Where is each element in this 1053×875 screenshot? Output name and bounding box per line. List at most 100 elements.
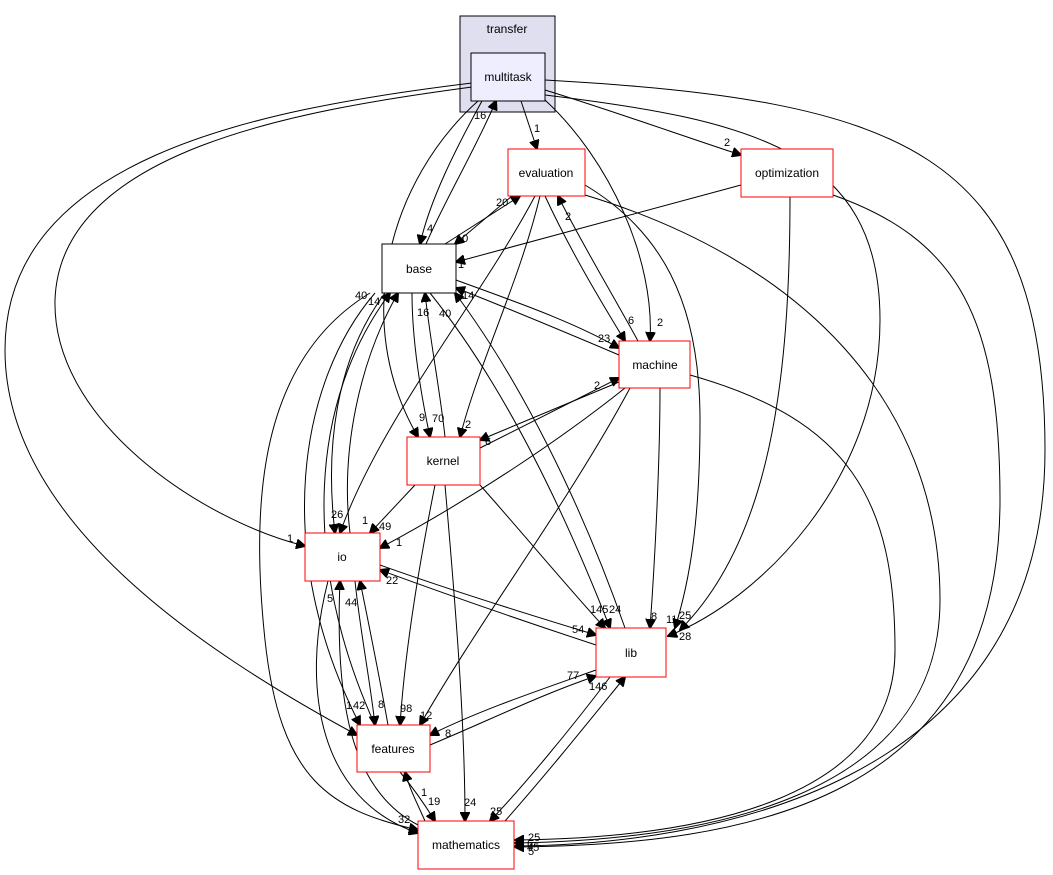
edge-machine-evaluation (558, 196, 639, 342)
node-machine[interactable]: machine (618, 340, 691, 389)
edge-evaluation-machine (544, 195, 625, 341)
edge-evaluation-io (340, 195, 536, 533)
edge-base-multitask (425, 101, 496, 245)
node-box (470, 52, 546, 102)
edge-multitask-features (4, 82, 473, 735)
edge-mathematics-lib (504, 677, 625, 822)
node-label: evaluation (519, 166, 574, 180)
node-label: machine (632, 358, 678, 372)
edge-machine-features (420, 387, 631, 725)
node-box (356, 724, 431, 773)
edge-label: 14 (368, 296, 380, 308)
edge-label: 45 (527, 842, 539, 854)
edge-label: 49 (379, 521, 391, 533)
edge-label: 2 (565, 211, 571, 223)
edge-label: 5 (528, 846, 534, 858)
node-label: base (406, 262, 432, 276)
edge-label: 2 (724, 137, 730, 149)
edge-labels: 1 2 4 16 2 9 1 1 28 10 20 6 2 2 1 1 23 1… (287, 110, 730, 858)
edge-io-base (346, 293, 398, 534)
edge-label: 16 (474, 110, 486, 122)
edge-label: 1 (421, 787, 427, 799)
edge-machine-lib (650, 387, 661, 628)
edge-label: 2 (465, 419, 471, 431)
edge-label: 1 (458, 259, 464, 271)
node-label: optimization (755, 166, 819, 180)
node-optimization[interactable]: optimization (740, 148, 834, 198)
edge-evaluation-kernel (460, 195, 541, 437)
edge-lib-mathematics (490, 676, 611, 821)
edge-multitask-optimization (544, 89, 741, 155)
edge-label: 26 (331, 509, 343, 521)
node-evaluation[interactable]: evaluation (507, 148, 586, 197)
node-multitask[interactable]: multitask (470, 52, 546, 102)
edge-machine-base (456, 288, 620, 356)
edge-kernel-io (370, 484, 416, 533)
edge-label: 11 (666, 614, 677, 626)
edge-label: 25 (528, 832, 540, 844)
edge-features-base (323, 293, 390, 726)
node-label: kernel (427, 454, 460, 468)
edge-label: 2 (594, 380, 600, 392)
edge-optimization-mathematics (515, 194, 1001, 847)
edge-label: 4 (427, 223, 433, 235)
edge-base-machine (455, 279, 619, 348)
node-label: lib (625, 646, 637, 660)
edge-label: 24 (464, 797, 476, 809)
edge-lib-io (380, 570, 597, 646)
edge-label: 32 (398, 814, 410, 826)
edge-label: 25 (490, 806, 502, 818)
edges (4, 79, 1046, 847)
edge-base-evaluation (444, 196, 520, 245)
edge-label: 42 (353, 700, 365, 712)
edge-label: 44 (345, 597, 357, 609)
node-label: io (337, 550, 347, 564)
edge-label: 145 (590, 604, 608, 616)
edge-label: 19 (428, 796, 440, 808)
node-kernel[interactable]: kernel (406, 436, 481, 486)
edge-multitask-base (420, 100, 483, 244)
edge-label: 9 (419, 412, 425, 424)
edge-io-mathematics (315, 580, 418, 833)
node-mathematics[interactable]: mathematics (417, 820, 515, 870)
edge-machine-mathematics (515, 374, 896, 840)
node-box (381, 243, 457, 294)
edge-kernel-mathematics (444, 484, 465, 821)
node-box (406, 436, 481, 486)
edge-label: 1 (396, 537, 402, 549)
edge-optimization-base (456, 184, 742, 262)
edge-lib-features (430, 669, 597, 735)
node-box (304, 532, 381, 582)
edge-base-lib (429, 292, 610, 628)
edge-label: 16 (417, 307, 429, 319)
edge-label: 8 (378, 699, 384, 711)
node-label: mathematics (432, 838, 500, 852)
edge-machine-io (380, 387, 626, 548)
edge-label: 70 (432, 413, 444, 425)
edge-label: 22 (386, 575, 398, 587)
node-lib[interactable]: lib (595, 627, 667, 678)
node-io[interactable]: io (304, 532, 381, 582)
edge-label: 40 (439, 308, 451, 320)
edge-optimization-lib (680, 196, 791, 630)
edge-label: 98 (400, 703, 412, 715)
edge-io-lib (379, 564, 596, 635)
edge-multitask-io (54, 86, 473, 546)
cluster-label: transfer (487, 22, 528, 36)
edge-label: 146 (589, 681, 607, 693)
node-base[interactable]: base (381, 243, 457, 294)
edge-label: 5 (327, 593, 333, 605)
edge-label: 12 (420, 710, 432, 722)
edge-label: 8 (445, 728, 451, 740)
edge-features-lib (429, 676, 596, 746)
edge-label: 1 (346, 700, 352, 712)
edge-kernel-lib (479, 484, 605, 628)
edge-io-features (354, 580, 375, 725)
edge-label: 1 (534, 123, 540, 135)
edge-machine-kernel (480, 381, 620, 440)
node-features[interactable]: features (356, 724, 431, 773)
edge-evaluation-mathematics (515, 194, 941, 843)
edge-label: 77 (567, 670, 579, 682)
node-box (507, 148, 586, 197)
